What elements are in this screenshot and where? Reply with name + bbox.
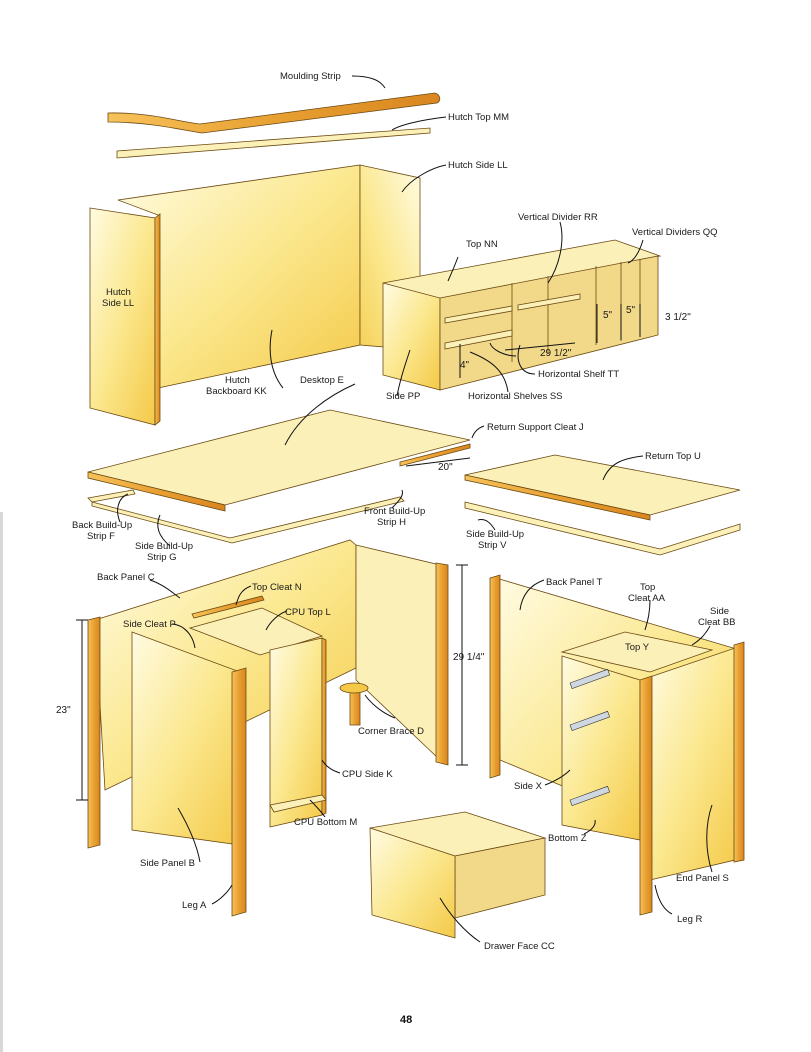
label-side-build-up-v-2: Strip V (478, 540, 507, 551)
label-vertical-dividers-qq: Vertical Dividers QQ (632, 227, 718, 238)
hutch-backboard-kk (117, 164, 361, 389)
side-build-up-strip-v (464, 501, 741, 556)
label-corner-brace-d: Corner Brace D (358, 726, 424, 737)
label-back-build-up-2: Strip F (87, 531, 115, 542)
label-return-top-u: Return Top U (645, 451, 701, 462)
label-front-build-up-2: Strip H (377, 517, 406, 528)
label-hutch-backboard-2: Backboard KK (206, 386, 267, 397)
label-top-cleat-aa-2: Cleat AA (628, 593, 666, 604)
front-build-up-strip-h (91, 496, 405, 544)
label-desktop-e: Desktop E (300, 375, 344, 386)
dim-4: 4" (460, 360, 470, 371)
label-top-nn: Top NN (466, 239, 498, 250)
leg-r (639, 641, 745, 916)
label-hutch-side-ll-right: Hutch Side LL (448, 160, 508, 171)
label-vertical-divider-rr: Vertical Divider RR (518, 212, 598, 223)
label-top-cleat-n: Top Cleat N (252, 582, 302, 593)
label-hutch-top-mm: Hutch Top MM (448, 112, 509, 123)
corner-leg (349, 562, 449, 766)
label-return-support-cleat-j: Return Support Cleat J (487, 422, 584, 433)
drawer-face-cc (369, 811, 547, 939)
leg-a (231, 667, 247, 917)
label-side-x: Side X (514, 781, 543, 792)
cpu-bottom-m (269, 794, 327, 813)
label-hutch-backboard-1: Hutch (225, 375, 250, 386)
cpu-side-k (269, 637, 327, 828)
dim-23: 23" (56, 705, 71, 716)
dimension-labels: 5" 5" 3 1/2" 4" 29 1/2" 20" 29 1/4" 23" (56, 305, 691, 716)
moulding-strip (107, 92, 441, 134)
label-cpu-side-k: CPU Side K (342, 769, 393, 780)
back-leg-left (87, 616, 101, 849)
label-back-panel-c: Back Panel C (97, 572, 155, 583)
label-cpu-top-l: CPU Top L (285, 607, 331, 618)
page-number: 48 (400, 1014, 412, 1026)
label-back-build-up-1: Back Build-Up (72, 520, 132, 531)
hutch-cubby-unit (382, 239, 662, 391)
dim-5-left: 5" (603, 310, 613, 321)
label-front-build-up-1: Front Build-Up (364, 506, 425, 517)
label-end-panel-s: End Panel S (676, 873, 729, 884)
label-side-cleat-bb-2: Cleat BB (698, 617, 736, 628)
desktop-e (87, 409, 471, 512)
top-cleat-n (191, 595, 265, 619)
label-cpu-bottom-m: CPU Bottom M (294, 817, 357, 828)
label-hutch-side-ll-left-2: Side LL (102, 298, 134, 309)
label-side-cleat-p: Side Cleat P (123, 619, 176, 630)
label-horizontal-shelves-ss: Horizontal Shelves SS (468, 391, 563, 402)
label-top-cleat-aa-1: Top (640, 582, 655, 593)
label-horizontal-shelf-tt: Horizontal Shelf TT (538, 369, 619, 380)
return-support-cleat-j (399, 443, 471, 467)
leader-lines (117, 75, 713, 943)
label-bottom-z: Bottom Z (548, 833, 587, 844)
dim-29-1-2: 29 1/2" (540, 348, 572, 359)
dim-5-right: 5" (626, 305, 636, 316)
label-hutch-side-ll-left-1: Hutch (106, 287, 131, 298)
label-moulding-strip: Moulding Strip (280, 71, 341, 82)
label-back-panel-t: Back Panel T (546, 577, 603, 588)
dim-3-1-2: 3 1/2" (665, 312, 691, 323)
cpu-top-l (188, 607, 324, 656)
dimension-lines (76, 304, 641, 801)
label-side-build-up-1: Side Build-Up (135, 541, 193, 552)
top-y (560, 631, 714, 673)
part-labels: Moulding Strip Hutch Top MM Hutch Side L… (72, 71, 736, 952)
label-top-y: Top Y (625, 642, 650, 653)
end-panel-s (649, 647, 736, 881)
label-side-cleat-bb-1: Side (710, 606, 729, 617)
back-build-up-strip-f (87, 489, 136, 503)
hutch-top-mm (116, 127, 431, 159)
label-drawer-face-cc: Drawer Face CC (484, 941, 555, 952)
corner-brace-d (339, 682, 369, 694)
label-side-build-up-v-1: Side Build-Up (466, 529, 524, 540)
side-x (561, 655, 641, 841)
label-side-pp: Side PP (386, 391, 420, 402)
label-side-build-up-2: Strip G (147, 552, 177, 563)
hutch-side-ll-left (89, 207, 161, 426)
dim-29-1-4: 29 1/4" (453, 652, 485, 663)
label-leg-r: Leg R (677, 914, 702, 925)
label-side-panel-b: Side Panel B (140, 858, 195, 869)
return-top-u (464, 454, 741, 521)
dim-20: 20" (438, 462, 453, 473)
label-leg-a: Leg A (182, 900, 207, 911)
page-binding-shadow (0, 512, 3, 1052)
